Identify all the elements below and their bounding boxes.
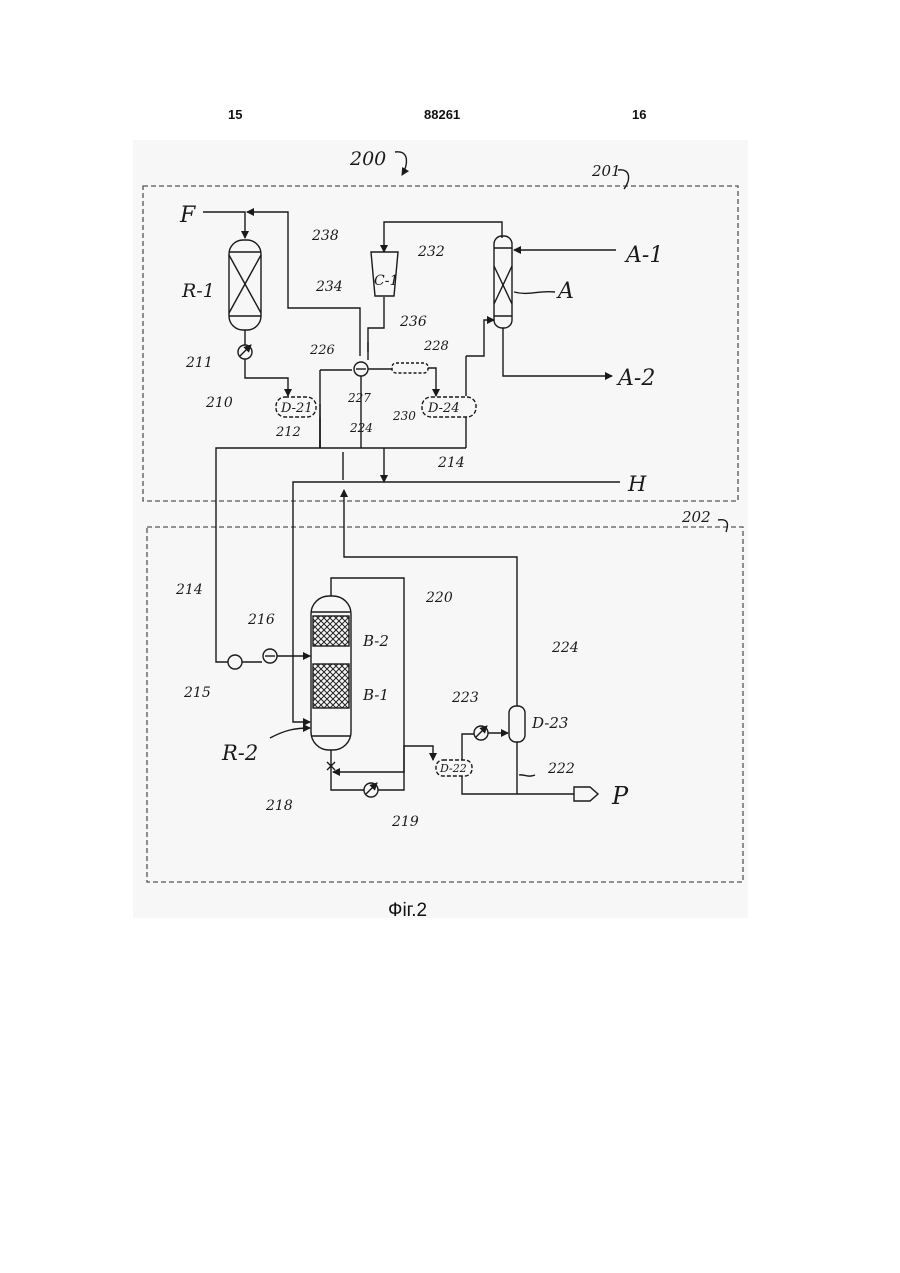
- label-212: 212: [275, 425, 301, 440]
- label-218: 218: [265, 798, 293, 814]
- label-220: 220: [425, 590, 453, 606]
- label-219: 219: [391, 814, 419, 830]
- label-224b: 224: [349, 421, 373, 435]
- bed-b1: [313, 664, 349, 708]
- label-d23: D-23: [531, 714, 568, 732]
- label-210: 210: [205, 395, 233, 411]
- label-d24: D-24: [427, 401, 460, 416]
- label-b2: B-2: [362, 632, 389, 650]
- label-hydrogen: H: [627, 472, 647, 496]
- label-222: 222: [547, 761, 575, 777]
- label-product: P: [611, 782, 629, 810]
- label-227: 227: [347, 391, 371, 405]
- label-202: 202: [681, 508, 711, 526]
- label-c1: C-1: [374, 273, 398, 289]
- label-230: 230: [392, 409, 416, 423]
- bed-b2: [313, 616, 349, 646]
- label-a2: A-2: [616, 366, 655, 391]
- label-214b: 214: [175, 582, 203, 598]
- label-feed: F: [179, 203, 196, 228]
- label-r1: R-1: [181, 280, 215, 302]
- label-226: 226: [309, 343, 335, 358]
- label-214a: 214: [437, 455, 465, 471]
- label-201: 201: [591, 162, 621, 180]
- label-236: 236: [399, 314, 427, 330]
- label-228: 228: [423, 339, 449, 354]
- label-200: 200: [349, 148, 386, 170]
- label-234: 234: [315, 279, 343, 295]
- label-224a: 224: [551, 640, 579, 656]
- label-223: 223: [451, 690, 479, 706]
- label-215: 215: [183, 685, 211, 701]
- label-238: 238: [311, 228, 339, 244]
- label-absorber: A: [556, 279, 574, 304]
- label-a1: A-1: [624, 243, 663, 268]
- label-216: 216: [247, 612, 275, 628]
- label-b1: B-1: [362, 686, 389, 704]
- label-r2: R-2: [221, 741, 258, 765]
- label-211: 211: [185, 355, 213, 371]
- figure-caption: Фіг.2: [388, 900, 427, 922]
- label-d21: D-21: [280, 401, 313, 416]
- label-232: 232: [417, 244, 445, 260]
- label-d22: D-22: [439, 762, 467, 775]
